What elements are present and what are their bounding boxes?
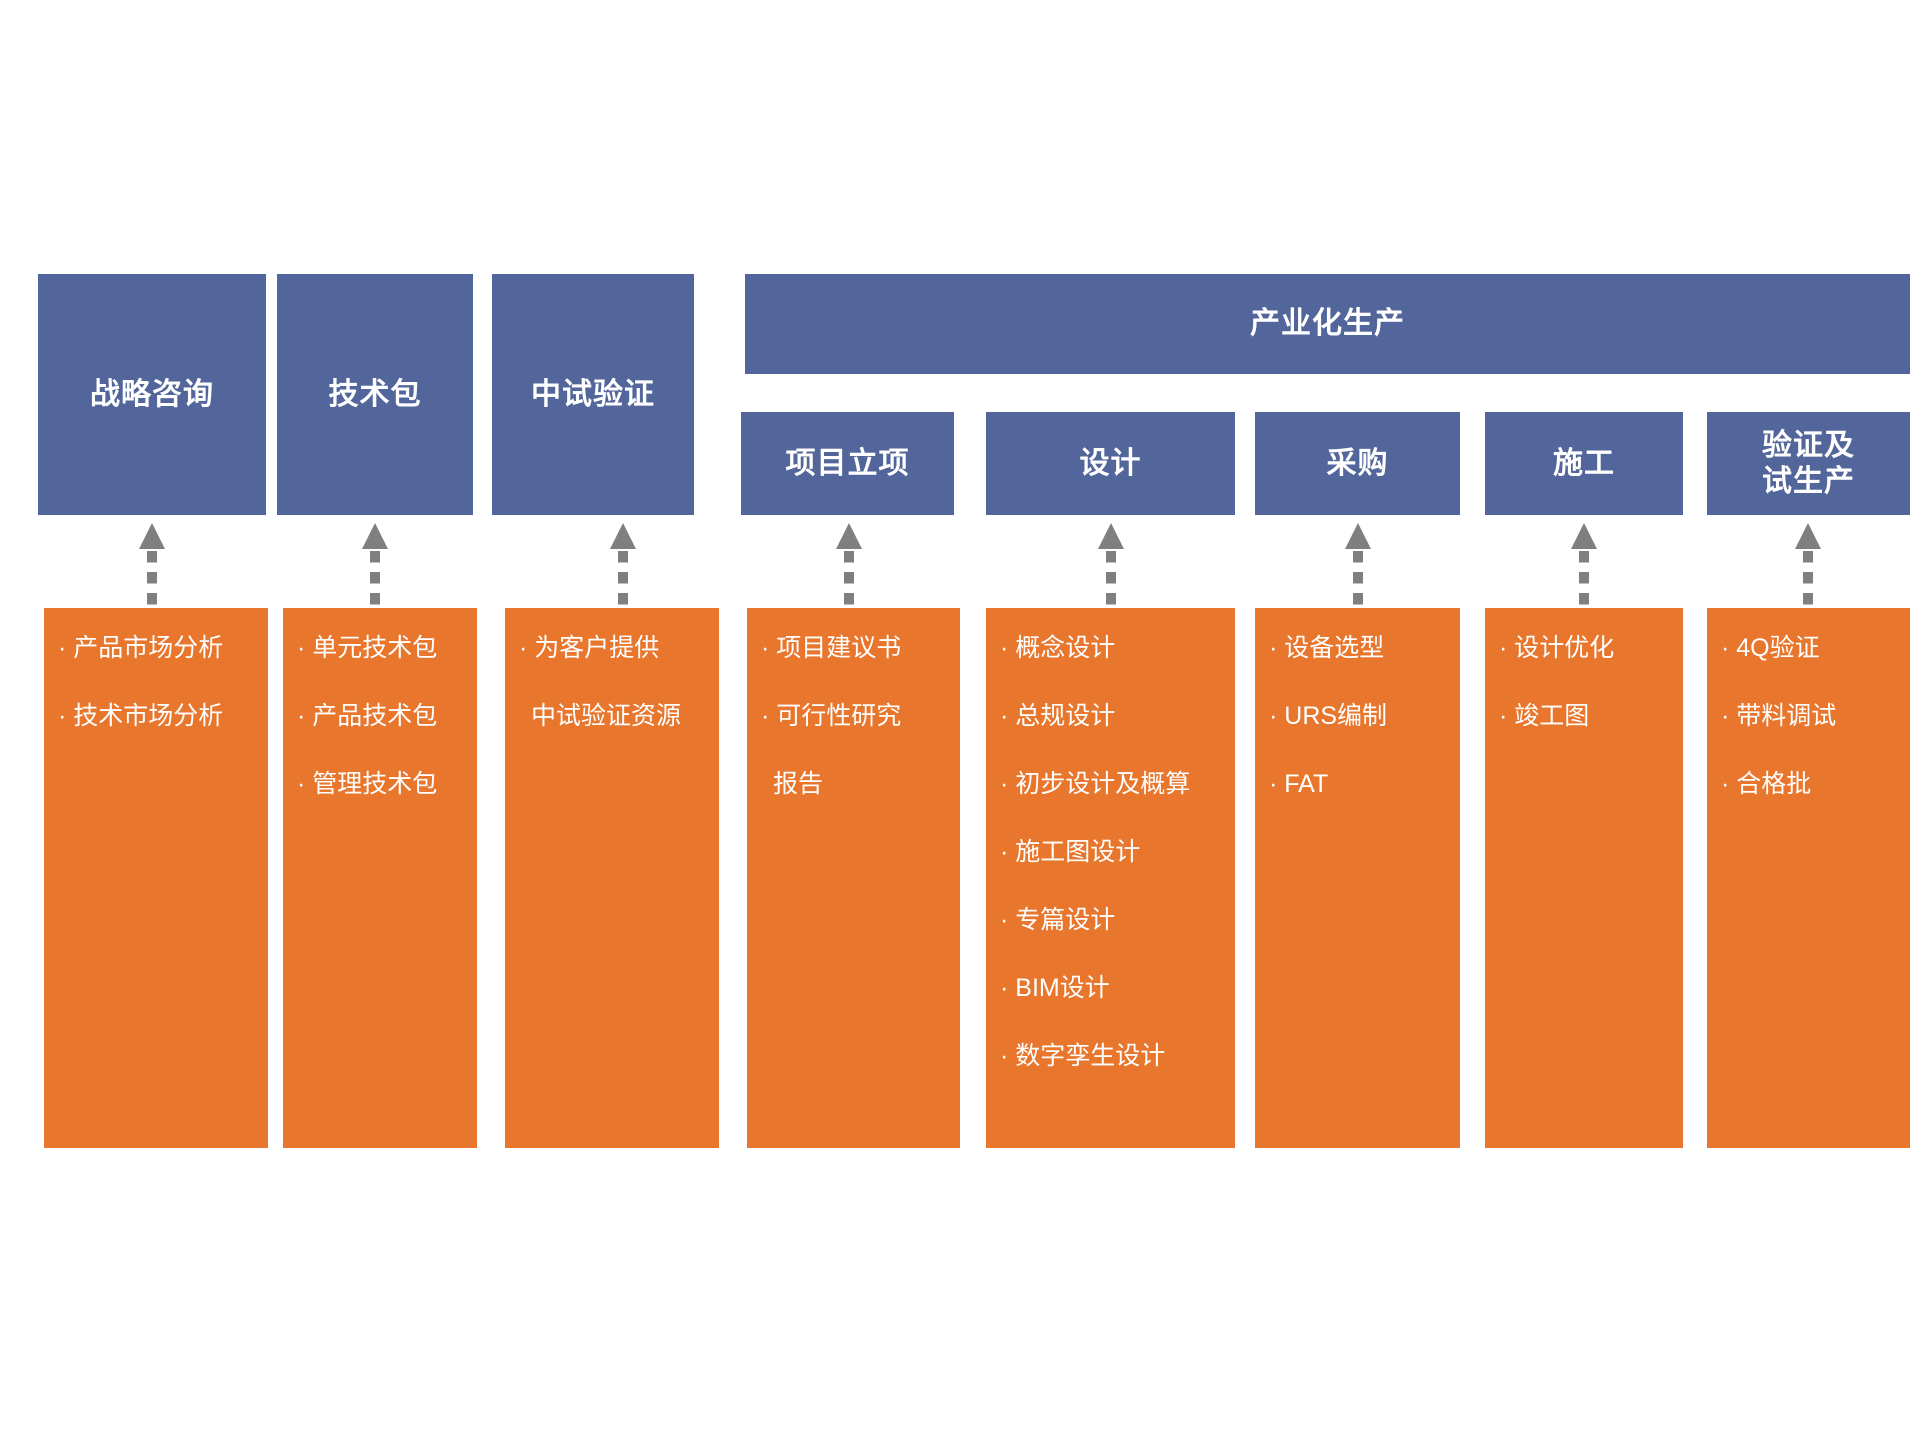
header-box-validation-trial-production[interactable]: 验证及 试生产 [1707,412,1910,515]
list-item: · 数字孪生设计 [1000,1042,1166,1070]
arrow-technology-package [362,523,388,608]
list-item: · 产品技术包 [297,702,438,730]
list-item: · 合格批 [1721,770,1812,798]
body-column-validation-trial-production[interactable]: · 4Q验证 · 带料调试 · 合格批 [1707,608,1910,1148]
list-item: · 竣工图 [1499,702,1590,730]
arrow-design [1098,523,1124,608]
list-item: · 总规设计 [1000,702,1116,730]
header-box-construction[interactable]: 施工 [1485,412,1683,515]
list-item: · 初步设计及概算 [1000,770,1191,798]
body-column-procurement[interactable]: · 设备选型 · URS编制 · FAT [1255,608,1460,1148]
header-label-strategy-consulting: 战略咨询 [90,377,214,411]
body-column-design[interactable]: · 概念设计 · 总规设计 · 初步设计及概算 · 施工图设计 · 专篇设计 ·… [986,608,1235,1148]
list-item: · BIM设计 [1000,974,1110,1002]
list-item: · 管理技术包 [297,770,438,798]
list-item: · 为客户提供 [519,634,660,662]
list-item: · FAT [1269,770,1329,798]
arrow-shaft [370,551,380,608]
header-box-strategy-consulting[interactable]: 战略咨询 [38,274,266,515]
body-column-construction[interactable]: · 设计优化 · 竣工图 [1485,608,1683,1148]
header-label-project-initiation: 项目立项 [785,446,910,480]
header-label-construction: 施工 [1553,446,1615,480]
body-column-strategy-consulting[interactable]: · 产品市场分析 · 技术市场分析 [44,608,268,1148]
arrow-shaft [618,551,628,608]
arrow-construction [1571,523,1597,608]
arrow-shaft [1106,551,1116,608]
arrow-procurement [1345,523,1371,608]
banner-industrialized-production[interactable]: 产业化生产 [745,274,1910,374]
banner-label: 产业化生产 [1250,307,1405,341]
list-item: · 施工图设计 [1000,838,1141,866]
arrow-shaft [1803,551,1813,608]
arrow-pilot-verification [610,523,636,608]
body-column-pilot-verification[interactable]: · 为客户提供 中试验证资源 [505,608,719,1148]
list-item: · URS编制 [1269,702,1388,730]
list-item: · 专篇设计 [1000,906,1116,934]
list-item: · 设计优化 [1499,634,1615,662]
arrow-head-icon [1098,523,1124,549]
header-label-pilot-verification: 中试验证 [531,377,655,411]
arrow-project-initiation [836,523,862,608]
arrow-head-icon [610,523,636,549]
body-column-technology-package[interactable]: · 单元技术包 · 产品技术包 · 管理技术包 [283,608,477,1148]
list-item: · 技术市场分析 [58,702,224,730]
arrow-shaft [1579,551,1589,608]
arrow-head-icon [1795,523,1821,549]
header-box-design[interactable]: 设计 [986,412,1235,515]
list-item: · 产品市场分析 [58,634,224,662]
arrow-validation-trial-production [1795,523,1821,608]
body-column-project-initiation[interactable]: · 项目建议书 · 可行性研究 报告 [747,608,960,1148]
arrow-shaft [147,551,157,608]
arrow-head-icon [836,523,862,549]
list-item: · 单元技术包 [297,634,438,662]
arrow-shaft [1353,551,1363,608]
list-item: · 概念设计 [1000,634,1116,662]
arrow-head-icon [362,523,388,549]
list-item: · 4Q验证 [1721,634,1820,662]
header-box-procurement[interactable]: 采购 [1255,412,1460,515]
list-item: · 带料调试 [1721,702,1837,730]
list-item: · 可行性研究 [761,702,902,730]
arrow-head-icon [139,523,165,549]
arrow-head-icon [1345,523,1371,549]
header-label-technology-package: 技术包 [328,377,422,411]
arrow-head-icon [1571,523,1597,549]
arrow-shaft [844,551,854,608]
list-item: 报告 [773,770,824,798]
list-item: · 设备选型 [1269,634,1385,662]
header-label-validation-trial-production: 验证及 试生产 [1762,429,1855,498]
list-item: 中试验证资源 [531,702,682,730]
header-label-design: 设计 [1079,446,1142,480]
header-box-technology-package[interactable]: 技术包 [277,274,473,515]
list-item: · 项目建议书 [761,634,902,662]
header-box-project-initiation[interactable]: 项目立项 [741,412,954,515]
header-label-procurement: 采购 [1326,446,1389,480]
header-box-pilot-verification[interactable]: 中试验证 [492,274,694,515]
arrow-strategy-consulting [139,523,165,608]
